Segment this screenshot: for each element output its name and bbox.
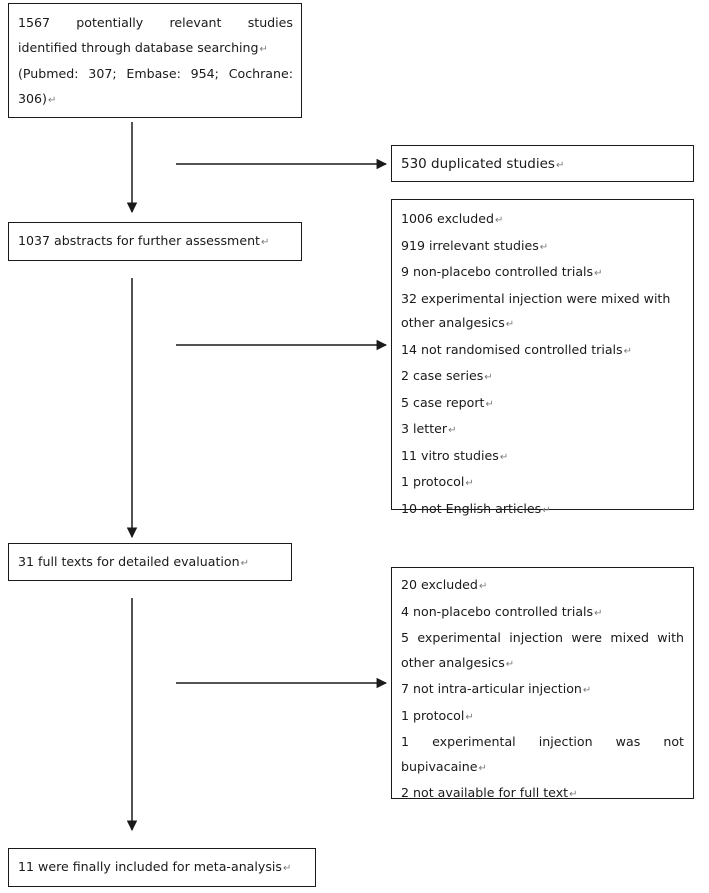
abstracts-box: 1037 abstracts for further assessment↵: [8, 222, 302, 261]
identified-box: 1567 potentially relevant studies identi…: [8, 3, 302, 118]
excluded-abstracts-box: 1006 excluded↵ 919 irrelevant studies↵ 9…: [391, 199, 694, 516]
line: 530 duplicated studies↵: [401, 156, 565, 172]
line: 1 experimental injection was not: [401, 734, 684, 749]
line: 919 irrelevant studies↵: [401, 237, 549, 253]
line: bupivacaine↵: [401, 758, 487, 774]
line: 11 were finally included for meta-analys…: [18, 859, 292, 874]
line: other analgesics↵: [401, 654, 515, 670]
line: 2 not available for full text↵: [401, 785, 578, 800]
line: 11 vitro studies↵: [401, 447, 509, 463]
line: 9 non-placebo controlled trials↵: [401, 264, 603, 279]
duplicated-box: 530 duplicated studies↵: [391, 145, 694, 182]
line: 4 non-placebo controlled trials↵: [401, 603, 603, 619]
line: 5 case report↵: [401, 394, 494, 410]
line: 32 experimental injection were mixed wit…: [401, 290, 671, 306]
line: other analgesics↵: [401, 315, 515, 330]
included-box: 11 were finally included for meta-analys…: [8, 848, 316, 887]
full-texts-box: 31 full texts for detailed evaluation↵: [8, 543, 292, 581]
line: 7 not intra-articular injection↵: [401, 681, 592, 696]
line: 3 letter↵: [401, 421, 457, 436]
line: 1 protocol↵: [401, 707, 474, 723]
line: 1037 abstracts for further assessment↵: [18, 233, 270, 248]
line: 306)↵: [18, 90, 57, 106]
line: identified through database searching↵: [18, 39, 268, 55]
line: 1006 excluded↵: [401, 211, 504, 226]
line: 14 not randomised controlled trials↵: [401, 341, 632, 357]
line: 1567 potentially relevant studies: [18, 15, 293, 30]
line: 10 not English articles↵: [401, 500, 551, 516]
line: 2 case series↵: [401, 368, 493, 383]
line: (Pubmed: 307; Embase: 954; Cochrane:: [18, 66, 293, 81]
line: 31 full texts for detailed evaluation↵: [18, 554, 249, 569]
line: 20 excluded↵: [401, 577, 488, 592]
excluded-full-texts-box: 20 excluded↵ 4 non-placebo controlled tr…: [391, 567, 694, 800]
line: 1 protocol↵: [401, 474, 474, 489]
line: 5 experimental injection were mixed with: [401, 630, 684, 645]
